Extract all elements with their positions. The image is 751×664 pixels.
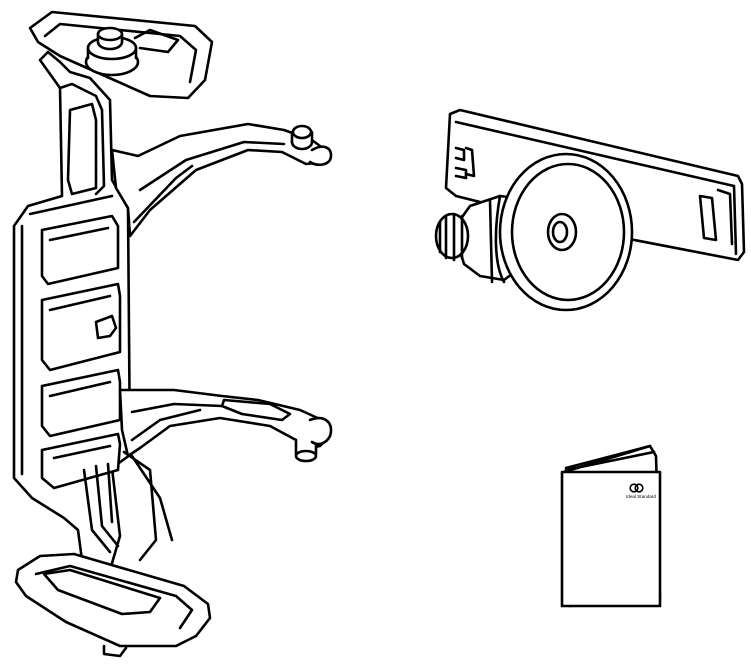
valve-disc [498, 152, 634, 312]
bracket-bottom-plate [14, 552, 212, 658]
instruction-booklet: Ideal Standard [560, 444, 662, 608]
bracket-upper-arm [110, 122, 333, 238]
mounting-bracket [12, 10, 333, 658]
valve-assembly [434, 108, 746, 312]
bracket-lower-arm [118, 388, 333, 463]
interlocking-rings-icon [629, 483, 644, 493]
top-knob [84, 26, 140, 77]
booklet-brand-text: Ideal Standard [626, 494, 656, 499]
bracket-cutouts [40, 102, 122, 490]
bracket-ribs [82, 450, 174, 562]
booklet-cover [560, 470, 662, 608]
